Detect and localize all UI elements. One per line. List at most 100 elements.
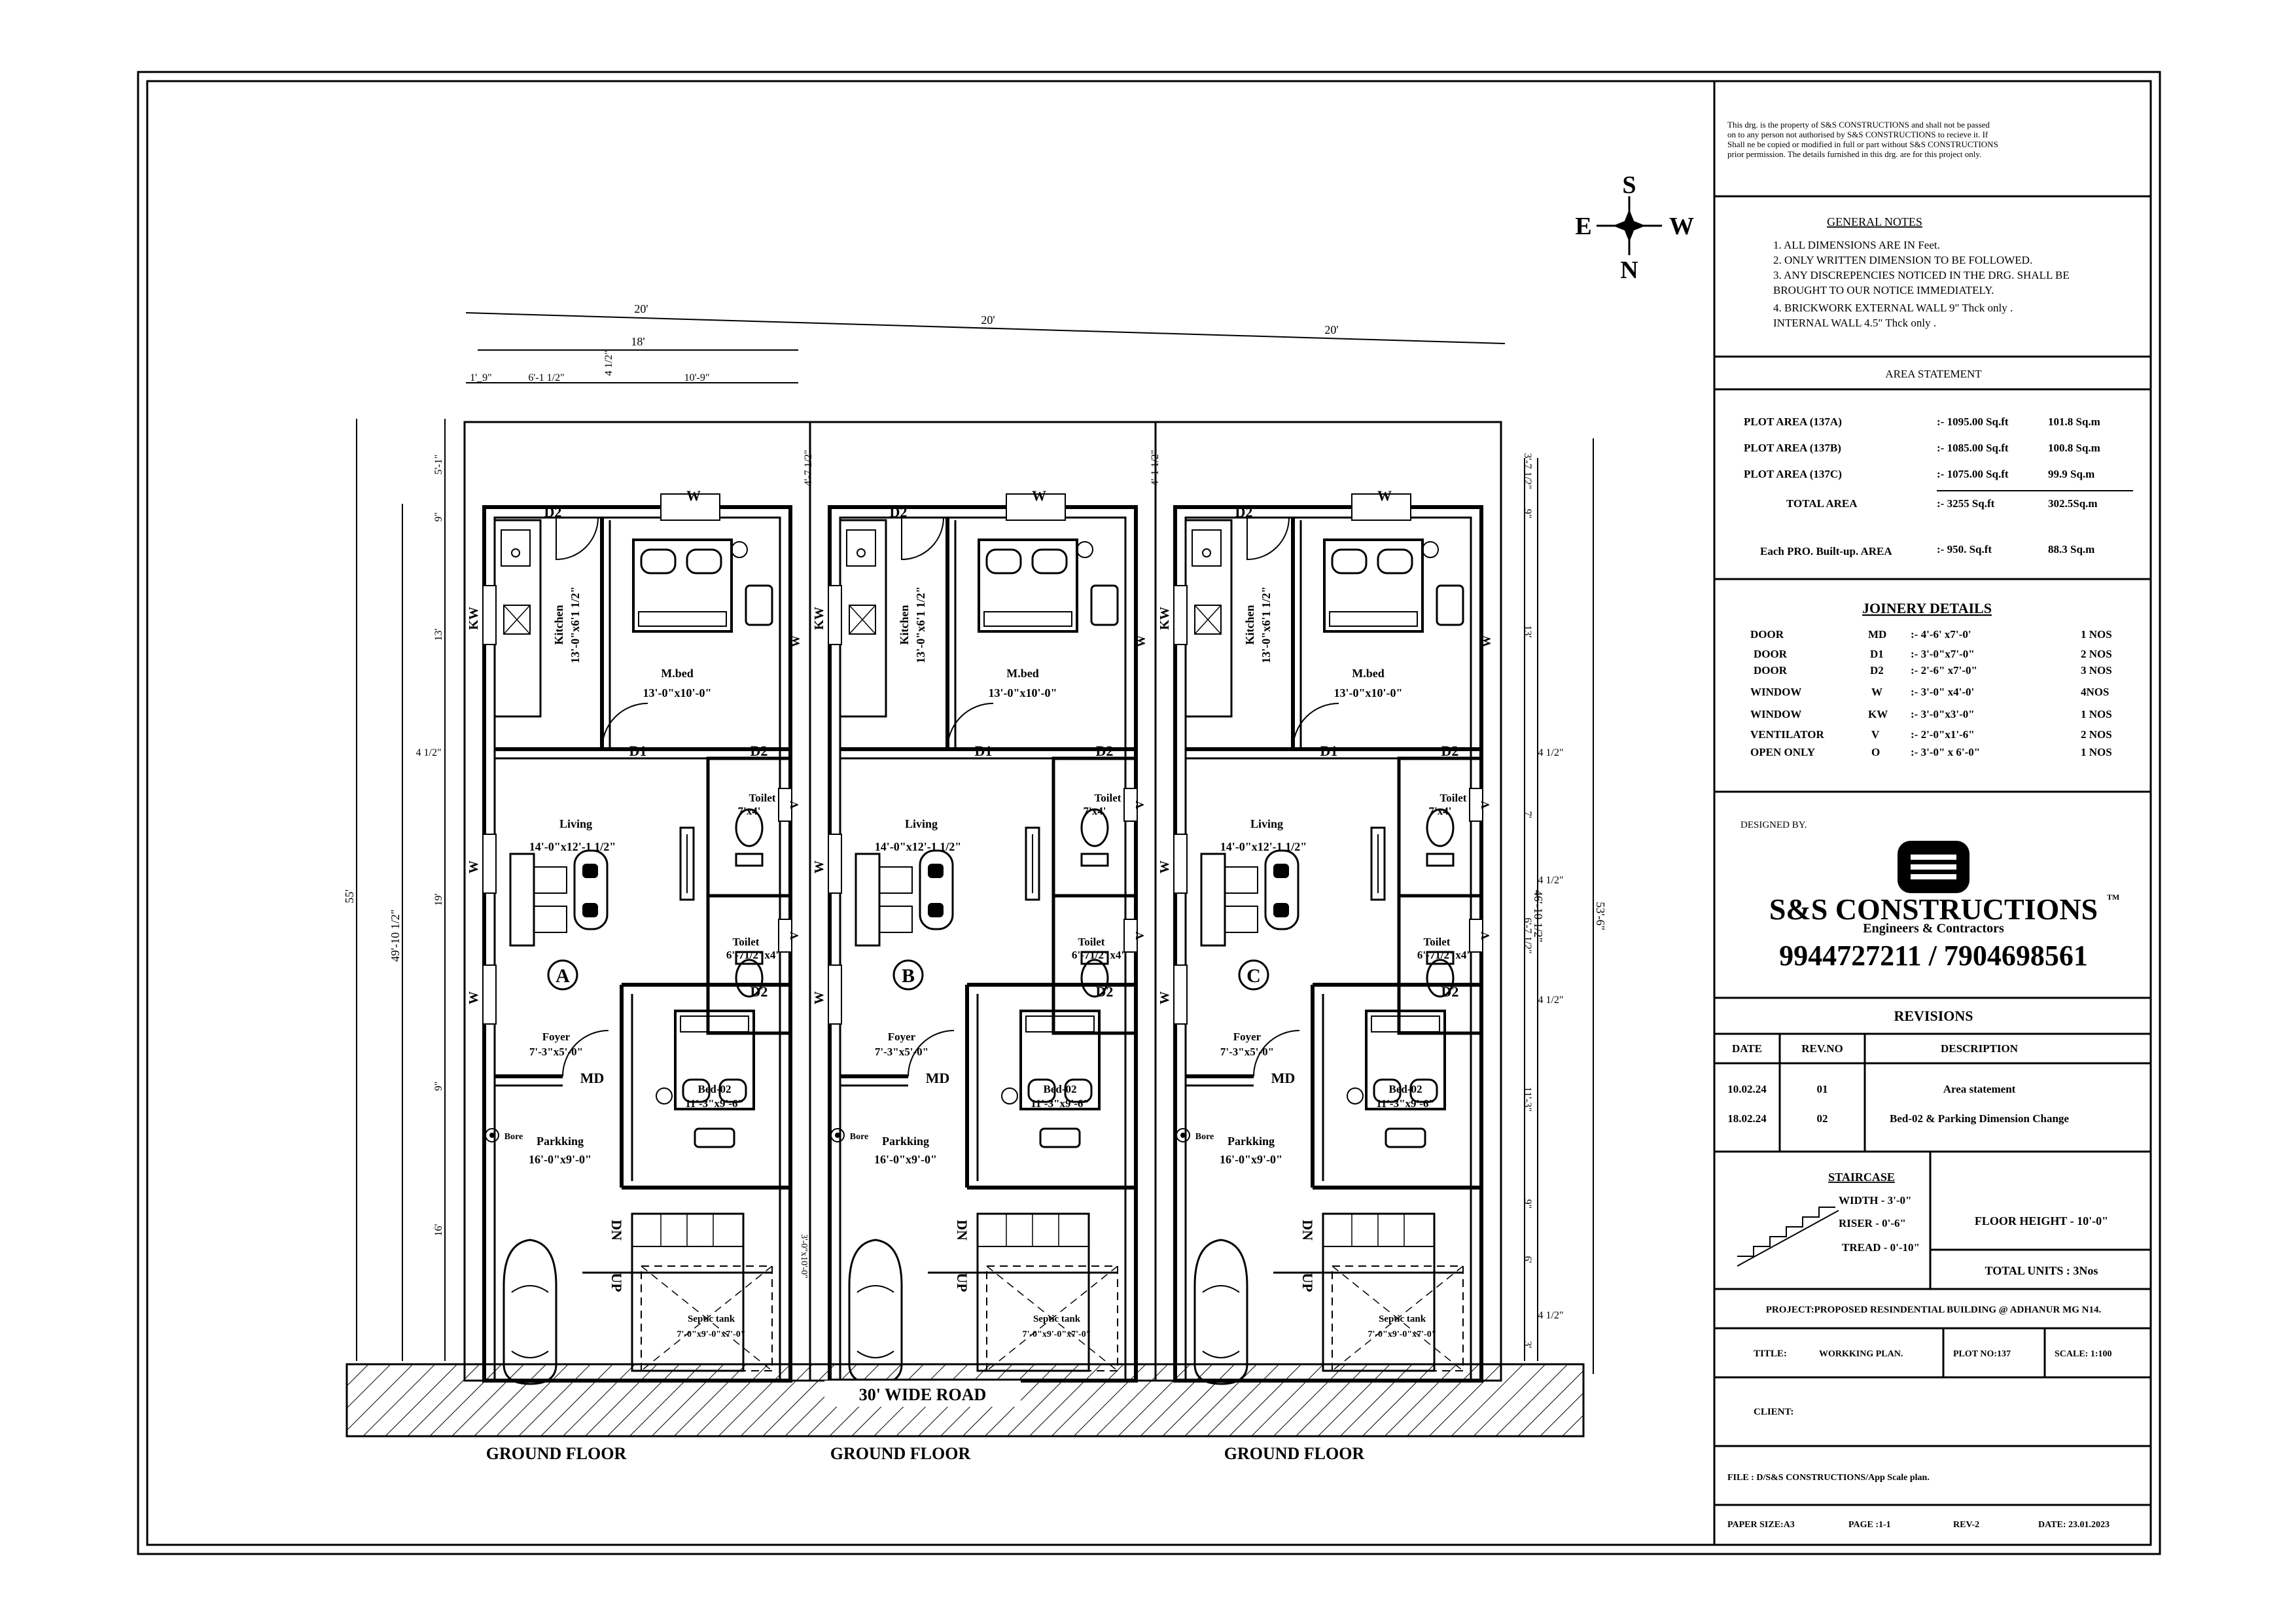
staircase-title: STAIRCASE [1828, 1171, 1895, 1184]
unit-2-mbed-size: 13'-0"x10'-0" [1334, 686, 1403, 699]
unit-1-letter-circle [892, 959, 924, 991]
dim-right-6-7: 6'-7 1/2" [1522, 917, 1533, 953]
dim-right-6: 6' [1522, 1256, 1533, 1263]
scale: SCALE: 1:100 [2055, 1349, 2112, 1359]
svg-text::- 1075.00 Sq.ft: :- 1075.00 Sq.ft [1937, 468, 2009, 480]
compass-s: S [1622, 171, 1636, 199]
joinery-title: JOINERY DETAILS [1862, 600, 1992, 616]
svg-text:TOTAL AREA: TOTAL AREA [1786, 497, 1858, 510]
rev-2-no: 02 [1817, 1112, 1828, 1125]
unit-c [1156, 422, 1501, 1384]
unit-2-door-d2-toilet: D2 [1441, 743, 1459, 759]
unit-1-bore-label: Bore [850, 1132, 869, 1142]
svg-text:101.8 Sq.m: 101.8 Sq.m [2048, 415, 2100, 428]
total-units: TOTAL UNITS : 3Nos [1985, 1264, 2098, 1277]
unit-2-bore-label: Bore [1195, 1132, 1214, 1142]
rev-1-date: 10.02.24 [1727, 1083, 1767, 1095]
dim-right-9: 9" [1522, 509, 1533, 519]
unit-1-stair-dn: DN [954, 1220, 970, 1241]
area-table: PLOT AREA (137A) :- 1095.00 Sq.ft 101.8 … [1744, 415, 2100, 557]
stair-tread: TREAD - 0'-10" [1842, 1241, 1920, 1254]
company-tagline: Engineers & Contractors [1863, 921, 2004, 936]
dim-right-11-3: 11'-3" [1522, 1087, 1533, 1112]
unit-2-toilet2-label: Toilet [1424, 936, 1451, 948]
svg-text:2. ONLY WRITTEN DIMENSION TO: 2. ONLY WRITTEN DIMENSION TO BE FOLLOWED… [1773, 254, 2032, 266]
svg-text:3. ANY DISCREPENCIES NOTICED I: 3. ANY DISCREPENCIES NOTICED IN THE DRG.… [1773, 269, 2070, 281]
unit-0-window-w-living2: W [467, 991, 481, 1004]
svg-text:D2: D2 [1870, 664, 1884, 677]
unit-1-vent-v2: V [1133, 932, 1146, 940]
project: PROJECT:PROPOSED RESINDENTIAL BUILDING @… [1766, 1305, 2102, 1315]
title-block [1713, 81, 2151, 1545]
unit-1-window-w-living1: W [812, 860, 826, 874]
unit-0-living-size: 14'-0"x12'-1 1/2" [529, 840, 616, 853]
dim-seg-4: 10'-9" [684, 372, 710, 383]
unit-2-kitchen-window-kw: KW [1157, 607, 1172, 630]
unit-0-window-w-living1: W [467, 860, 481, 874]
unit-1-kitchen-size: 13'-0"x6'1 1/2" [914, 586, 927, 663]
dim-top-18: 18' [631, 335, 645, 348]
svg-text:1 NOS: 1 NOS [2081, 628, 2112, 641]
unit-1-parking-label: Parkking [882, 1135, 929, 1148]
svg-text:WINDOW: WINDOW [1750, 708, 1801, 720]
file-path: FILE : D/S&S CONSTRUCTIONS/App Scale pla… [1727, 1473, 1930, 1483]
unit-0-foyer-size: 7'-3"x5'-0" [529, 1046, 583, 1058]
unit-2-kitchen-size: 13'-0"x6'1 1/2" [1260, 586, 1273, 663]
unit-1-septic-size: 7'-0"x9'-0"x7'-0" [1023, 1330, 1091, 1339]
unit-1-door-md: MD [926, 1070, 950, 1086]
unit-2-stair-up: UP [1299, 1273, 1316, 1292]
unit-1-stair-up: UP [954, 1273, 970, 1292]
rev-1-no: 01 [1817, 1083, 1828, 1095]
dim-right-4-5d: 4 1/2" [1538, 1310, 1564, 1321]
svg-text:on to any person not authorise: on to any person not authorised by S&S C… [1727, 130, 1988, 139]
dim-mid-4-7: 4'-7 1/2" [803, 450, 814, 485]
rev-header-desc: DESCRIPTION [1941, 1042, 2019, 1055]
unit-1-living-size: 14'-0"x12'-1 1/2" [875, 840, 961, 853]
compass-e: E [1575, 213, 1591, 240]
unit-1-septic-label: Septic tank [1033, 1314, 1081, 1324]
dim-seg-1: 1'_9" [470, 372, 491, 383]
svg-text:Shall ne be copied or modified: Shall ne be copied or modified in full o… [1727, 139, 1998, 149]
sheet-date: DATE: 23.01.2023 [2038, 1520, 2110, 1530]
unit-1-vent-v1: V [1133, 801, 1146, 809]
unit-0-bed02-size: 11'-3"x9'-6" [685, 1097, 744, 1110]
unit-1-toilet2-size: 6'-71/2"x4' [1072, 949, 1124, 961]
unit-0-kitchen-size: 13'-0"x6'1 1/2" [569, 586, 582, 663]
dim-left-19: 19' [433, 893, 444, 906]
unit-2-door-d2-lower: D2 [1441, 983, 1459, 1000]
unit-0-foyer-label: Foyer [542, 1031, 571, 1043]
unit-2-door-d2-kitchen: D2 [1235, 504, 1253, 520]
unit-0-kitchen-window-kw: KW [467, 607, 481, 630]
unit-1-door-d1: D1 [975, 743, 993, 759]
title-label: TITLE: [1754, 1349, 1787, 1359]
unit-0-mbed-label: M.bed [661, 667, 694, 680]
unit-0-letter-circle [547, 959, 578, 991]
unit-2-septic-label: Septic tank [1379, 1314, 1426, 1324]
unit-0-stair-up: UP [609, 1273, 625, 1292]
svg-text:2 NOS: 2 NOS [2081, 648, 2112, 660]
general-notes: 1. ALL DIMENSIONS ARE IN Feet. 2. ONLY W… [1773, 239, 2070, 329]
unit-2-toilet1-label: Toilet [1440, 792, 1467, 804]
unit-2-living-label: Living [1250, 817, 1283, 830]
svg-text:MD: MD [1868, 628, 1886, 641]
unit-1-mbed-label: M.bed [1006, 667, 1039, 680]
dim-left-55: 55' [343, 889, 356, 903]
disclaimer: This drg. is the property of S&S CONSTRU… [1727, 120, 1998, 159]
dim-right-53: 53'-6" [1594, 902, 1607, 930]
dim-seg-3: 4 1/2" [603, 351, 614, 376]
svg-text:prior permission. The details: prior permission. The details furnished … [1727, 149, 1981, 159]
unit-0-toilet1-label: Toilet [749, 792, 776, 804]
unit-a [465, 422, 810, 1384]
top-dimensions [356, 312, 1594, 1374]
floor-height: FLOOR HEIGHT - 10'-0" [1975, 1214, 2108, 1227]
svg-text:2 NOS: 2 NOS [2081, 728, 2112, 741]
svg-text:D1: D1 [1870, 648, 1884, 660]
unit-1-toilet1-size: 7'x4' [1084, 805, 1106, 817]
svg-text:O: O [1871, 746, 1880, 758]
compass-w: W [1669, 213, 1694, 240]
dim-top-20a: 20' [634, 302, 648, 315]
svg-text:1. ALL DIMENSIONS ARE IN Feet.: 1. ALL DIMENSIONS ARE IN Feet. [1773, 239, 1940, 251]
unit-0-door-d2-lower: D2 [751, 983, 768, 1000]
rev-header-date: DATE [1732, 1042, 1762, 1055]
